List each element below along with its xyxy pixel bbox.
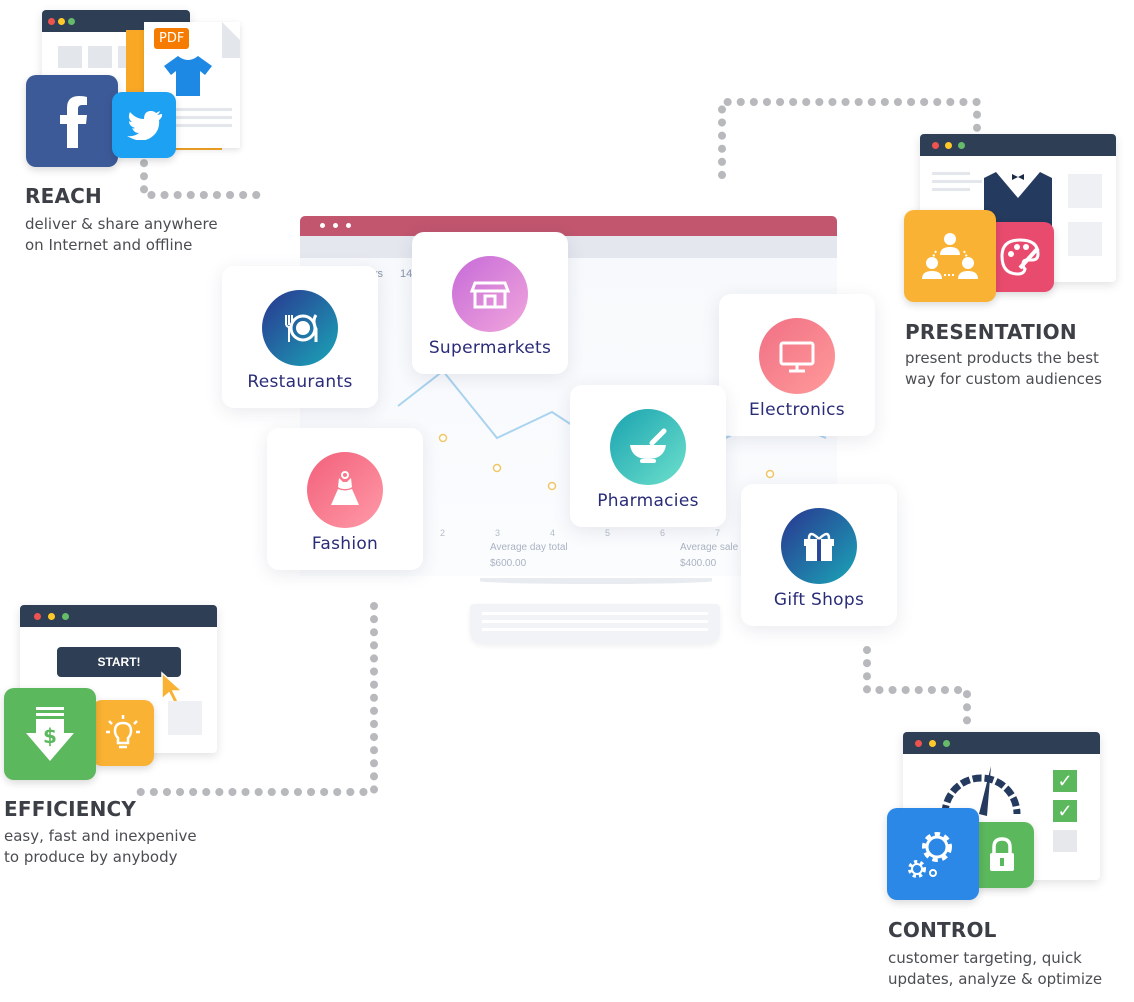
stat1-label: Average day total [490, 542, 568, 553]
padlock-icon [970, 822, 1034, 888]
stat2-value: $400.00 [680, 558, 717, 569]
audience-icon [904, 210, 996, 302]
cursor-icon [161, 671, 184, 705]
pdf-badge: PDF [154, 28, 190, 49]
monitor-stand [480, 578, 712, 584]
category-card-electronics[interactable]: Electronics [719, 294, 875, 436]
lightbulb-icon [92, 700, 154, 766]
category-card-pharmacies[interactable]: Pharmacies [570, 385, 726, 527]
control-desc-line2: updates, analyze & optimize [888, 970, 1103, 988]
gears-icon [887, 808, 979, 900]
presentation-desc-line1: present products the best [905, 349, 1099, 367]
category-label: Electronics [749, 400, 845, 420]
mortar-pestle-icon [610, 409, 686, 485]
presentation-title: PRESENTATION [905, 320, 1077, 344]
dashboard-titlebar [300, 216, 837, 236]
category-card-gift-shops[interactable]: Gift Shops [741, 484, 897, 626]
category-label: Supermarkets [428, 338, 552, 358]
efficiency-title: EFFICIENCY [4, 797, 137, 821]
category-label: Gift Shops [773, 590, 865, 610]
download-dollar-icon: $ [4, 688, 96, 780]
keyboard [470, 604, 720, 644]
efficiency-desc-line2: to produce by anybody [4, 848, 178, 866]
category-card-fashion[interactable]: Fashion [267, 428, 423, 570]
dress-icon [307, 452, 383, 528]
checkbox-checked-icon: ✓ [1053, 770, 1077, 792]
tuxedo-icon [984, 172, 1052, 228]
checkbox-empty-icon [1053, 830, 1077, 852]
twitter-icon [112, 92, 176, 158]
reach-desc-line2: on Internet and offline [25, 236, 193, 254]
category-card-restaurants[interactable]: Restaurants [222, 266, 378, 408]
store-icon [452, 256, 528, 332]
monitor-icon [759, 318, 835, 394]
start-button[interactable]: START! [57, 647, 181, 677]
gauge-icon [941, 766, 1021, 816]
facebook-icon [26, 75, 118, 167]
dashboard-ticks: 2 3 4 5 6 7 [440, 528, 721, 538]
reach-desc-line1: deliver & share anywhere [25, 215, 218, 233]
efficiency-desc-line1: easy, fast and inexpenive [4, 827, 197, 845]
checkbox-checked-icon: ✓ [1053, 800, 1077, 822]
category-card-supermarkets[interactable]: Supermarkets [412, 232, 568, 374]
category-label: Restaurants [247, 372, 353, 392]
dashboard-partial-number: 14 [400, 268, 413, 280]
presentation-desc-line2: way for custom audiences [905, 370, 1102, 388]
stat2-label: Average sale [680, 542, 739, 553]
category-label: Pharmacies [597, 491, 699, 511]
control-desc-line1: customer targeting, quick [888, 949, 1082, 967]
stat1-value: $600.00 [490, 558, 527, 569]
category-label: Fashion [311, 534, 379, 554]
tshirt-icon [164, 56, 212, 96]
svg-text:$: $ [43, 724, 57, 748]
reach-title: REACH [25, 184, 102, 208]
gift-icon [781, 508, 857, 584]
control-title: CONTROL [888, 918, 997, 942]
palette-icon [986, 222, 1054, 292]
cutlery-icon [262, 290, 338, 366]
